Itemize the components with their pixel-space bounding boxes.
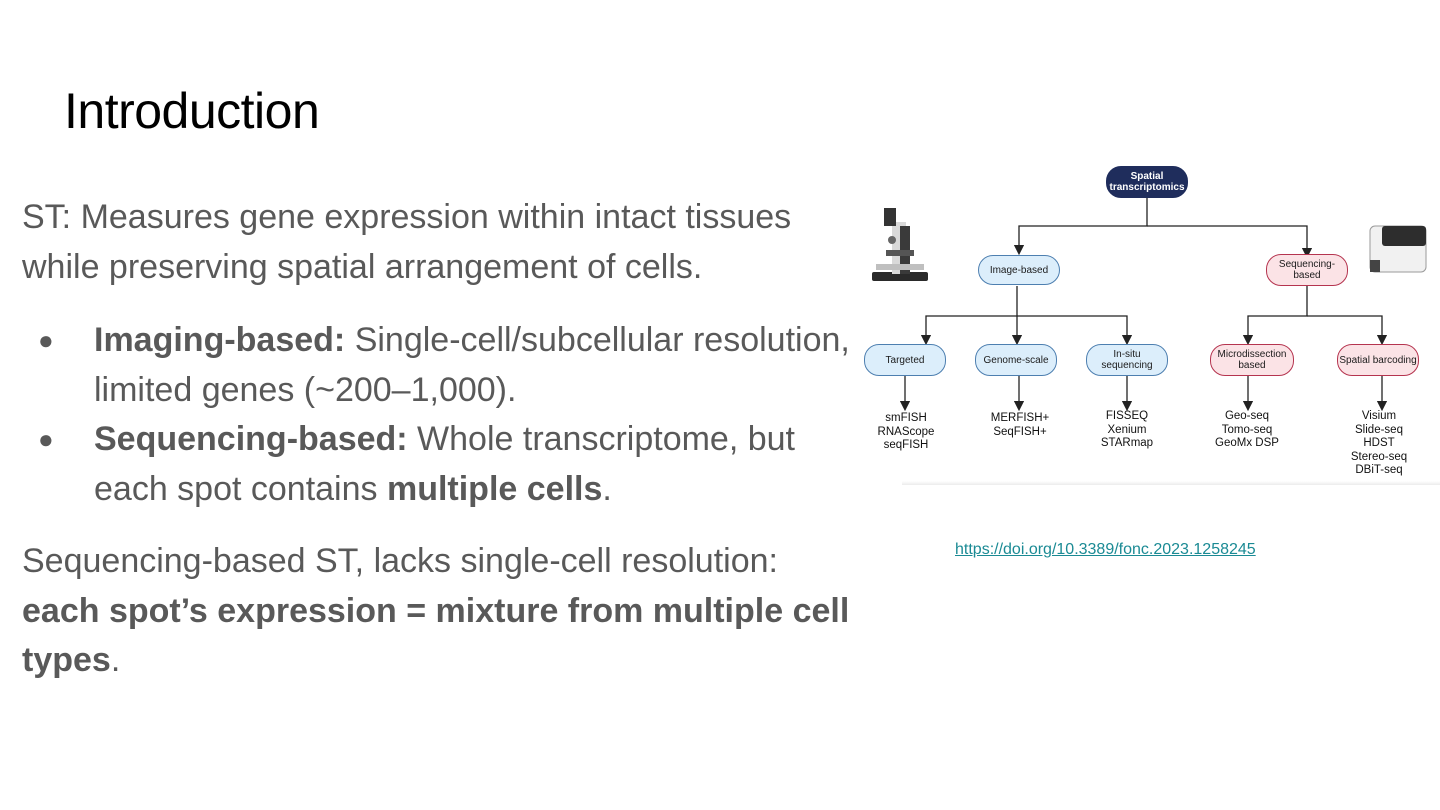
sequencing-based-node: Sequencing-based (1266, 254, 1348, 286)
slide-title: Introduction (64, 83, 320, 139)
slide-body: ST: Measures gene expression within inta… (22, 193, 852, 686)
genome-scale-methods: MERFISH+ SeqFISH+ (985, 412, 1055, 439)
method-item: seqFISH (883, 439, 929, 451)
genome-scale-node: Genome-scale (975, 344, 1057, 376)
microdissection-methods: Geo-seq Tomo-seq GeoMx DSP (1210, 410, 1284, 451)
spatial-transcriptomics-diagram: Spatial transcriptomics Image-based Sequ… (862, 160, 1440, 485)
closing-text: Sequencing-based ST, lacks single-cell r… (22, 542, 778, 580)
bullet-imaging-heading: Imaging-based: (94, 321, 346, 359)
closing-paragraph: Sequencing-based ST, lacks single-cell r… (22, 537, 852, 686)
bullet-imaging: ● Imaging-based: Single-cell/subcellular… (22, 316, 852, 415)
method-item: SeqFISH+ (993, 425, 1047, 438)
method-item: FISSEQ (1105, 410, 1149, 422)
bullet-sequencing-heading: Sequencing-based: (94, 420, 408, 458)
bullet-sequencing-tail: . (602, 469, 612, 508)
bullet-dot-icon: ● (38, 424, 54, 454)
method-item: Geo-seq (1224, 410, 1270, 422)
sequencer-icon (1369, 225, 1427, 273)
closing-emphasis: each spot’s expression = mixture from mu… (22, 591, 850, 680)
method-item: Tomo-seq (1221, 423, 1273, 436)
method-item: Stereo-seq (1350, 450, 1408, 463)
bullet-dot-icon: ● (38, 325, 54, 355)
bullet-list: ● Imaging-based: Single-cell/subcellular… (22, 316, 852, 514)
intro-paragraph: ST: Measures gene expression within inta… (22, 198, 792, 286)
method-item: RNAScope (877, 425, 935, 438)
method-item: GeoMx DSP (1215, 437, 1279, 449)
doi-link[interactable]: https://doi.org/10.3389/fonc.2023.125824… (955, 541, 1256, 558)
bullet-imaging-text: Single-cell/subcellular resolution, limi… (94, 321, 850, 409)
bullet-sequencing: ● Sequencing-based: Whole transcriptome,… (22, 415, 852, 514)
spatial-barcoding-methods: Visium Slide-seq HDST Stereo-seq DBiT-se… (1344, 410, 1414, 478)
method-item: DBiT-seq (1355, 464, 1403, 476)
targeted-node: Targeted (864, 344, 946, 376)
figure-bottom-shadow (902, 481, 1440, 485)
microdissection-node: Microdissection based (1210, 344, 1294, 376)
method-item: Visium (1361, 410, 1397, 422)
method-item: smFISH (885, 412, 927, 424)
bullet-sequencing-text: Whole transcriptome, but each spot conta… (94, 420, 795, 508)
in-situ-node: In-situ sequencing (1086, 344, 1168, 376)
method-item: MERFISH+ (990, 412, 1050, 424)
method-item: STARmap (1100, 437, 1154, 449)
image-based-node: Image-based (978, 255, 1060, 285)
microscope-icon (872, 208, 928, 281)
spatial-barcoding-node: Spatial barcoding (1337, 344, 1419, 376)
method-item: Slide-seq (1355, 423, 1403, 436)
method-item: Xenium (1107, 423, 1147, 436)
diagram-connectors (872, 198, 1427, 412)
root-node: Spatial transcriptomics (1106, 166, 1188, 198)
bullet-sequencing-emphasis: multiple cells (386, 469, 603, 508)
closing-tail: . (110, 641, 121, 679)
targeted-methods: smFISH RNAScope seqFISH (876, 412, 936, 453)
in-situ-methods: FISSEQ Xenium STARmap (1096, 410, 1158, 451)
method-item: HDST (1363, 437, 1395, 449)
